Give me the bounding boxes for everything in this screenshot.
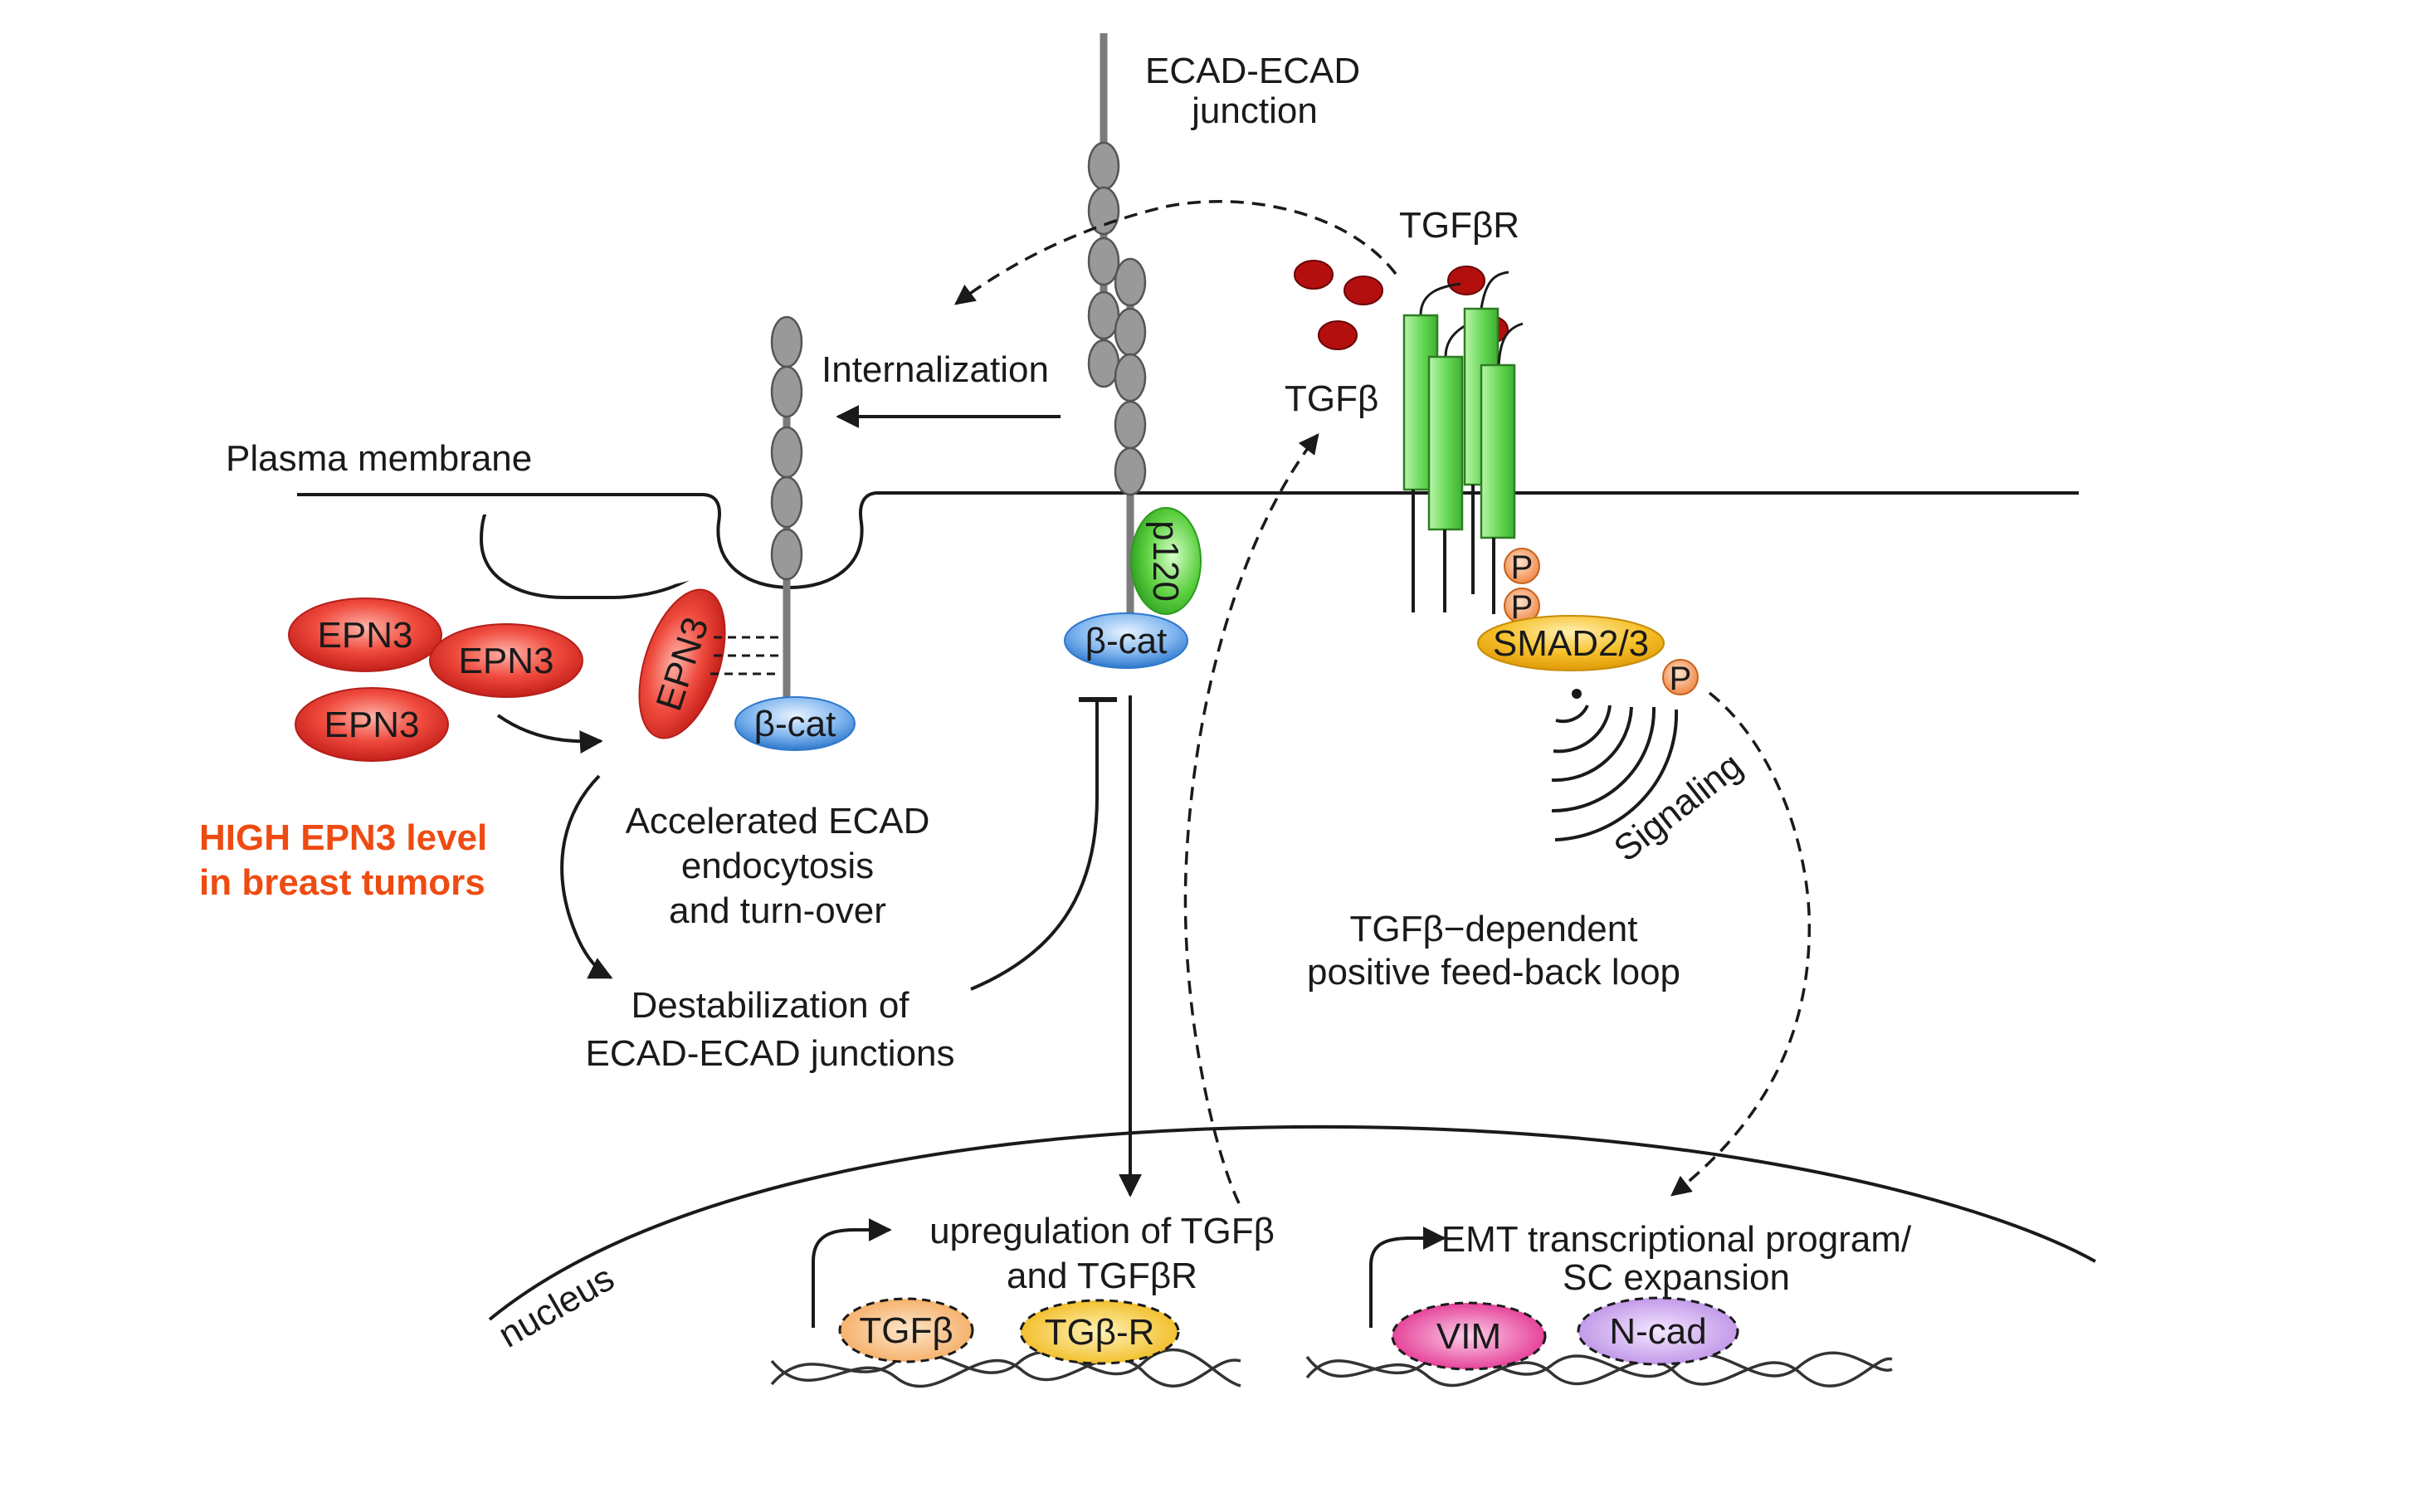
svg-text:TGβ-R: TGβ-R: [1045, 1312, 1155, 1353]
beta-catenin-left: [734, 696, 856, 751]
smad-to-nucleus-arrow: [1670, 691, 1812, 1197]
ecad-junction-domains-inner: [1114, 257, 1147, 496]
phospho-group-1: P: [1504, 548, 1540, 586]
svg-text:VIM: VIM: [1436, 1316, 1501, 1357]
svg-text:EPN3: EPN3: [318, 615, 413, 656]
emt-program-label-2: SC expansion: [1563, 1257, 1790, 1298]
plasma-membrane-label: Plasma membrane: [226, 438, 532, 479]
high-epn3-note-1: HIGH EPN3 level: [199, 817, 487, 858]
emt-program-label-1: EMT transcriptional program/: [1441, 1219, 1912, 1260]
svg-text:EPN3: EPN3: [459, 641, 554, 681]
endocytosis-to-destabilization-arrow: [560, 774, 613, 979]
signaling-label: Signaling: [1607, 745, 1750, 870]
destabilization-label-1: Destabilization of: [631, 985, 909, 1026]
internalization-label: Internalization: [822, 349, 1049, 390]
p120-label: p120: [1145, 520, 1186, 602]
feedback-arc-to-ecad: [954, 200, 1397, 305]
nuclear-envelope: [488, 1124, 2096, 1321]
feedback-loop-label-1: TGFβ−dependent: [1350, 909, 1638, 949]
beta-catenin-right: [1064, 612, 1188, 669]
svg-text:P: P: [1670, 661, 1692, 697]
upregulation-label-1: upregulation of TGFβ: [929, 1211, 1275, 1251]
destabilization-inhibition-line: [970, 701, 1099, 991]
ecad-junction-domains-outer: [1087, 141, 1120, 388]
epn3-recruit-arrow: [496, 714, 603, 754]
svg-text:N-cad: N-cad: [1609, 1311, 1706, 1352]
gene-vim: VIM: [1391, 1301, 1547, 1371]
tgfb-label: TGFβ: [1285, 378, 1378, 419]
transcription-arrow-right: [1369, 1227, 1446, 1328]
feedback-loop-label-2: positive feed-back loop: [1307, 952, 1680, 993]
svg-text:TGFβ: TGFβ: [859, 1310, 953, 1351]
tgfbr-label: TGFβR: [1399, 205, 1519, 246]
smad2-3: [1477, 615, 1665, 671]
accelerated-endocytosis-label-1: Accelerated ECAD: [626, 801, 930, 841]
transcription-arrow-left: [812, 1218, 892, 1328]
gene-tgfbr: TGβ-R: [1019, 1299, 1180, 1365]
beta-catenin-left-label: β-cat: [754, 704, 836, 744]
dna-left: [770, 1348, 1241, 1388]
upregulation-label-2: and TGFβR: [1007, 1256, 1197, 1296]
ecad-left-domains: [770, 315, 803, 581]
epn3-ecad-interaction-dashes: [710, 636, 780, 676]
svg-text:P: P: [1511, 549, 1534, 586]
epn3-free-3: EPN3: [295, 687, 449, 762]
ecad-junction-label-2: junction: [1190, 90, 1318, 131]
ecad-junction-label-1: ECAD-ECAD: [1145, 51, 1360, 91]
epn3-bound: EPN3: [638, 588, 726, 739]
gene-ncad: N-cad: [1577, 1296, 1739, 1366]
membrane-invagination: [529, 495, 728, 588]
svg-text:EPN3: EPN3: [324, 705, 420, 745]
gene-tgfb: TGFβ: [838, 1297, 974, 1363]
p120: p120: [1130, 507, 1202, 615]
accelerated-endocytosis-label-3: and turn-over: [669, 890, 886, 931]
accelerated-endocytosis-label-2: endocytosis: [681, 846, 874, 886]
epn3-free-1: EPN3: [288, 597, 442, 672]
smad2-3-label: SMAD2/3: [1493, 623, 1649, 664]
dna-right: [1305, 1350, 1893, 1388]
high-epn3-note-2: in breast tumors: [199, 862, 485, 903]
tgfb-secretion-arrow: [1183, 433, 1319, 1204]
beta-catenin-right-label: β-cat: [1085, 621, 1168, 661]
destabilization-label-2: ECAD-ECAD junctions: [585, 1033, 954, 1074]
tgfb-receptors: [1402, 271, 1524, 614]
signaling-waves: [1551, 689, 1679, 841]
epn3-free-2: EPN3: [429, 623, 583, 698]
phospho-group-3: P: [1662, 659, 1699, 697]
